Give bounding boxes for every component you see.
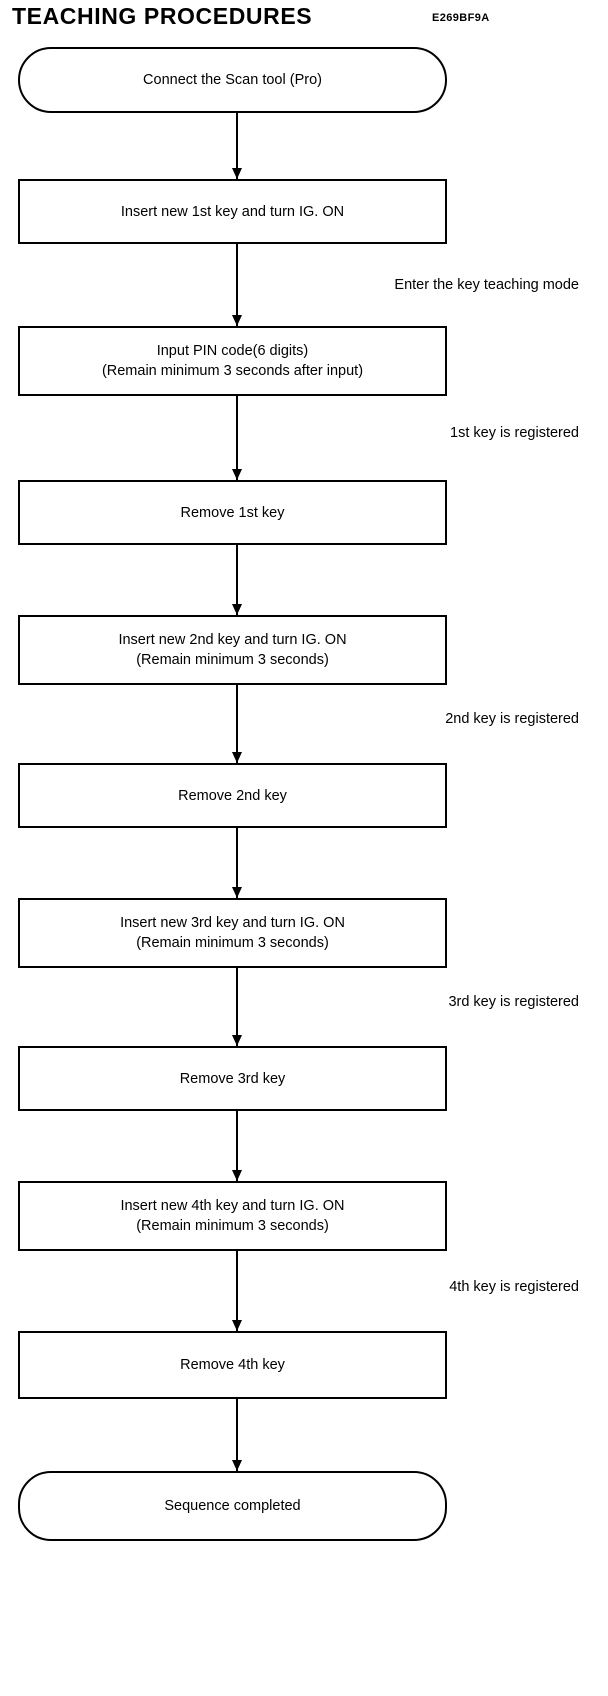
flow-node-insert-1: Insert new 1st key and turn IG. ON xyxy=(18,179,447,244)
edge-label-key4-registered: 4th key is registered xyxy=(449,1279,579,1295)
flow-node-label: Remove 1st key xyxy=(180,504,285,521)
arrowhead-icon xyxy=(231,469,242,480)
arrowhead-icon xyxy=(231,168,242,179)
connector-insert-4-to-remove-4 xyxy=(236,1251,238,1331)
edge-label-key1-registered: 1st key is registered xyxy=(450,425,579,441)
edge-label-key3-registered: 3rd key is registered xyxy=(448,994,579,1010)
flow-node-input-pin: Input PIN code(6 digits) (Remain minimum… xyxy=(18,326,447,396)
flow-node-label: Insert new 3rd key and turn IG. ON (Rema… xyxy=(120,915,345,951)
arrowhead-icon xyxy=(231,315,242,326)
flow-node-remove-1: Remove 1st key xyxy=(18,480,447,545)
arrowhead-icon xyxy=(231,1460,242,1471)
arrowhead-icon xyxy=(231,1170,242,1181)
flow-node-remove-4: Remove 4th key xyxy=(18,1331,447,1399)
arrowhead-icon xyxy=(231,887,242,898)
flow-node-remove-3: Remove 3rd key xyxy=(18,1046,447,1111)
flow-node-label: Remove 3rd key xyxy=(179,1070,286,1087)
connector-remove-3-to-insert-4 xyxy=(236,1111,238,1181)
connector-start-to-insert-1 xyxy=(236,113,238,179)
connector-insert-2-to-remove-2 xyxy=(236,685,238,763)
flow-node-label: Insert new 1st key and turn IG. ON xyxy=(120,203,345,220)
flow-node-insert-2: Insert new 2nd key and turn IG. ON (Rema… xyxy=(18,615,447,685)
flow-node-insert-3: Insert new 3rd key and turn IG. ON (Rema… xyxy=(18,898,447,968)
arrowhead-icon xyxy=(231,604,242,615)
connector-remove-1-to-insert-2 xyxy=(236,545,238,615)
edge-label-teaching-mode: Enter the key teaching mode xyxy=(394,277,579,293)
edge-label-key2-registered: 2nd key is registered xyxy=(445,711,579,727)
connector-insert-3-to-remove-3 xyxy=(236,968,238,1046)
connector-input-pin-to-remove-1 xyxy=(236,396,238,480)
flow-node-label: Remove 4th key xyxy=(180,1357,285,1373)
flow-node-label: Insert new 4th key and turn IG. ON (Rema… xyxy=(120,1198,345,1234)
arrowhead-icon xyxy=(231,752,242,763)
arrowhead-icon xyxy=(231,1320,242,1331)
page-title: TEACHING PROCEDURES xyxy=(12,3,313,29)
flow-node-label: Sequence completed xyxy=(164,1498,301,1514)
connector-remove-4-to-end xyxy=(236,1399,238,1471)
flow-node-start: Connect the Scan tool (Pro) xyxy=(18,47,447,113)
flow-node-label: Connect the Scan tool (Pro) xyxy=(143,72,322,88)
flow-node-end: Sequence completed xyxy=(18,1471,447,1541)
connector-insert-1-to-input-pin xyxy=(236,244,238,326)
arrowhead-icon xyxy=(231,1035,242,1046)
flow-node-label: Input PIN code(6 digits) (Remain minimum… xyxy=(101,343,364,379)
flow-node-insert-4: Insert new 4th key and turn IG. ON (Rema… xyxy=(18,1181,447,1251)
reference-code: E269BF9A xyxy=(432,12,490,24)
flow-node-remove-2: Remove 2nd key xyxy=(18,763,447,828)
flow-node-label: Remove 2nd key xyxy=(178,787,287,804)
page-header: TEACHING PROCEDURES E269BF9A xyxy=(12,2,602,34)
flow-node-label: Insert new 2nd key and turn IG. ON (Rema… xyxy=(118,632,347,668)
connector-remove-2-to-insert-3 xyxy=(236,828,238,898)
